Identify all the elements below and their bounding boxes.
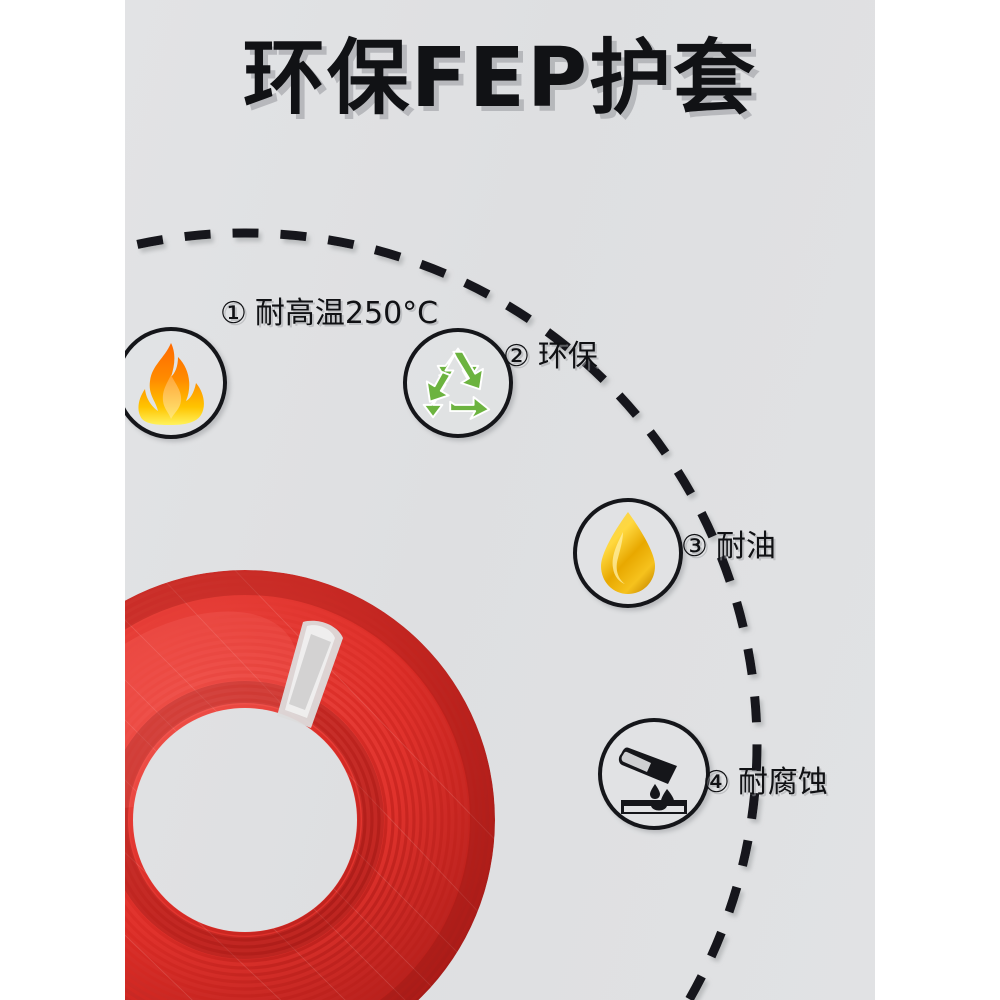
wire-coil-graphic xyxy=(125,559,506,1000)
feature-icon-oil xyxy=(573,498,683,608)
feature-text-2: 环保 xyxy=(537,339,598,374)
feature-number-1: ① xyxy=(220,296,247,331)
product-panel: 环保FEP护套 xyxy=(125,0,875,1000)
page-title: 环保FEP护套 xyxy=(242,31,758,126)
flame-icon xyxy=(138,343,204,425)
feature-text-4: 耐腐蚀 xyxy=(737,765,828,800)
coil-tie-wrap xyxy=(277,620,343,728)
recycle-icon xyxy=(422,347,491,420)
red-wire-coil xyxy=(125,559,506,1000)
feature-number-4: ④ xyxy=(703,765,730,800)
dashed-connector-arc xyxy=(125,228,762,1000)
corrosion-icon xyxy=(618,747,687,814)
feature-text-1: 耐高温250°C xyxy=(254,296,439,331)
feature-text-3: 耐油 xyxy=(715,529,776,564)
feature-number-3: ③ xyxy=(681,529,708,564)
feature-icon-recycle xyxy=(403,328,513,438)
oil-drop-icon xyxy=(601,512,655,594)
feature-icon-flame xyxy=(125,327,227,439)
feature-number-2: ② xyxy=(503,339,530,374)
feature-icon-corrosion xyxy=(598,718,710,830)
